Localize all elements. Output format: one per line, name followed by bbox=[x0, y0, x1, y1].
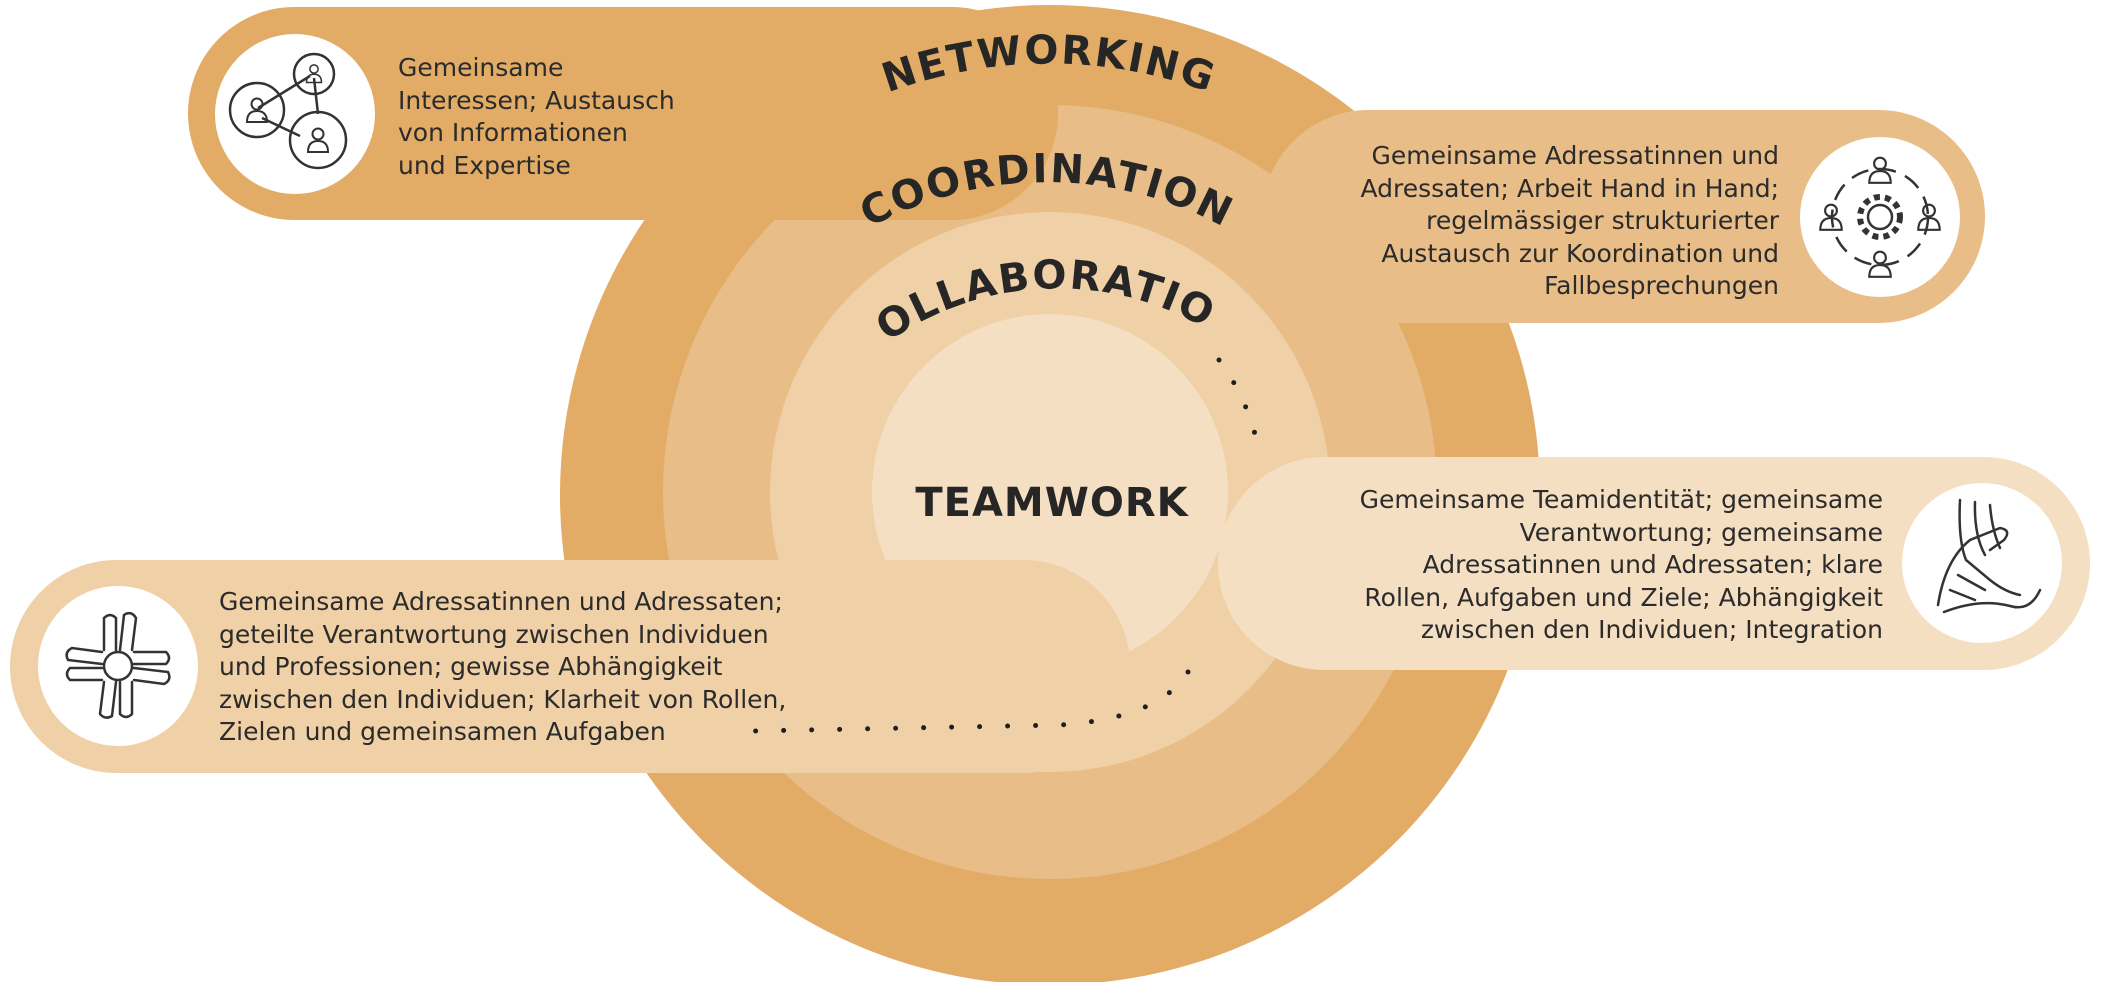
teamwork-description-line: Gemeinsame Teamidentität; gemeinsame bbox=[1359, 485, 1883, 514]
teamwork-description-line: Adressatinnen und Adressaten; klare bbox=[1422, 550, 1883, 579]
coordination-band bbox=[1262, 110, 1985, 323]
coordination-description-line: Gemeinsame Adressatinnen und bbox=[1371, 141, 1779, 170]
teamwork-icon-badge bbox=[1902, 483, 2062, 643]
coordination-icon-badge bbox=[1800, 137, 1960, 297]
networking-description-line: Interessen; Austausch bbox=[398, 85, 675, 115]
teamwork-band bbox=[1218, 457, 2090, 670]
collaboration-description: Gemeinsame Adressatinnen und Adressaten;… bbox=[219, 586, 786, 749]
interlocked-hands-icon bbox=[65, 611, 171, 719]
collaboration-description-line: zwischen den Individuen; Klarheit von Ro… bbox=[219, 684, 787, 714]
network-people-icon bbox=[228, 52, 348, 170]
coordination-description-line: regelmässiger strukturierter bbox=[1426, 206, 1779, 235]
coordination-description-line: Fallbesprechungen bbox=[1544, 271, 1779, 300]
teamwork-description-line: Verantwortung; gemeinsame bbox=[1519, 517, 1883, 547]
teamwork-description: Gemeinsame Teamidentität; gemeinsame Ver… bbox=[1360, 484, 1883, 647]
networking-description-line: Gemeinsame bbox=[398, 53, 564, 82]
people-around-gear-icon bbox=[1818, 156, 1942, 279]
collaboration-description-line: geteilte Verantwortung zwischen Individu… bbox=[219, 619, 769, 649]
networking-band bbox=[188, 7, 1058, 220]
coordination-description-line: Austausch zur Koordination und bbox=[1381, 238, 1779, 268]
teamwork-description-line: zwischen den Individuen; Integration bbox=[1420, 615, 1883, 644]
networking-description: Gemeinsame Interessen; Austausch von Inf… bbox=[398, 52, 675, 182]
stacked-hands-icon bbox=[1936, 498, 2042, 614]
coordination-description: Gemeinsame Adressatinnen und Adressaten;… bbox=[1360, 140, 1779, 303]
teamwork-label: TEAMWORK bbox=[915, 480, 1189, 526]
collaboration-icon-badge bbox=[38, 586, 198, 746]
collaboration-description-line: und Professionen; gewisse Abhängigkeit bbox=[219, 652, 723, 681]
collaboration-description-line: Gemeinsame Adressatinnen und Adressaten; bbox=[219, 587, 783, 616]
networking-icon-badge bbox=[215, 34, 375, 194]
networking-description-line: und Expertise bbox=[398, 150, 571, 180]
teamwork-description-line: Rollen, Aufgaben und Ziele; Abhängigkeit bbox=[1364, 582, 1883, 612]
collaboration-band bbox=[10, 560, 1130, 773]
coordination-description-line: Adressaten; Arbeit Hand in Hand; bbox=[1360, 173, 1779, 203]
collaboration-description-line: Zielen und gemeinsamen Aufgaben bbox=[219, 717, 666, 746]
networking-description-line: von Informationen bbox=[398, 118, 628, 147]
